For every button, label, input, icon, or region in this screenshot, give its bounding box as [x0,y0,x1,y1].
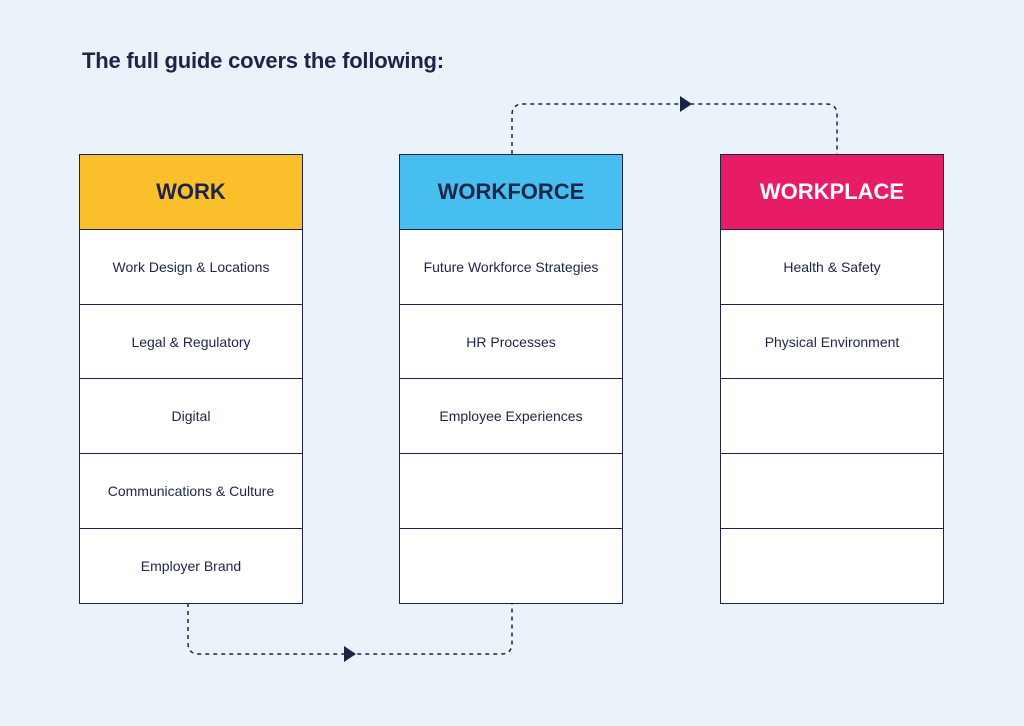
list-item-empty [721,454,943,529]
list-item-empty [721,379,943,455]
column-workforce: WORKFORCE Future Workforce Strategies HR… [399,154,623,605]
list-item: Health & Safety [721,230,943,305]
column-header-work: WORK [80,155,302,230]
list-item: Legal & Regulatory [80,305,302,380]
list-item: Communications & Culture [80,454,302,529]
list-item: Physical Environment [721,305,943,380]
list-item: Digital [80,379,302,455]
page-title: The full guide covers the following: [82,48,444,73]
column-header-workforce: WORKFORCE [400,155,622,230]
column-header-workplace: WORKPLACE [721,155,943,230]
list-item-empty [721,529,943,604]
list-item: HR Processes [400,305,622,380]
arrow-right-icon [344,646,356,662]
arrow-right-icon [680,96,692,112]
list-item: Future Workforce Strategies [400,230,622,305]
list-item: Work Design & Locations [80,230,302,305]
connector-work-to-workforce [187,603,513,655]
list-item: Employer Brand [140,558,242,575]
connector-workforce-to-workplace [511,103,838,154]
list-item-empty [400,529,622,604]
list-item-empty [400,454,622,529]
list-item: Employee Experiences [400,379,622,455]
column-workplace: WORKPLACE Health & Safety Physical Envir… [720,154,944,605]
column-work: WORK Work Design & Locations Legal & Reg… [79,154,303,605]
